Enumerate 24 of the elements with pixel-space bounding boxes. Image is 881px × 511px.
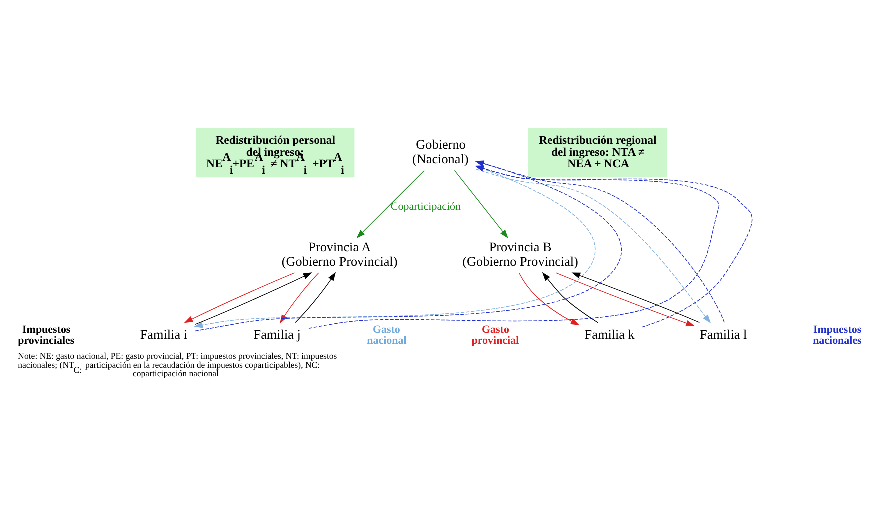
node-text: Familia j xyxy=(254,327,301,342)
arrow xyxy=(572,272,700,324)
node-text: Familia k xyxy=(584,327,635,342)
node-text: Gobierno (Nacional) xyxy=(412,136,469,167)
arrow xyxy=(280,272,320,324)
node-text: Familia i xyxy=(140,327,188,342)
arrow xyxy=(542,272,598,324)
label: Gasto nacional xyxy=(367,324,407,348)
arrow xyxy=(308,166,720,330)
label: Impuestos provinciales xyxy=(18,324,75,348)
node-text: Provincia A (Gobierno Provincial) xyxy=(282,239,398,270)
arrow xyxy=(518,272,580,326)
arrow xyxy=(194,272,312,326)
arrow xyxy=(454,170,508,239)
label: Impuestos nacionales xyxy=(813,324,862,348)
arrow xyxy=(356,170,425,239)
arrow xyxy=(556,272,696,326)
node-box: Redistribución regional del ingreso: NTA ≠ NEA + NCA xyxy=(528,128,668,178)
arrow xyxy=(184,272,296,324)
node-text: Provincia B (Gobierno Provincial) xyxy=(462,239,578,270)
label: Gasto provincial xyxy=(472,324,520,348)
node-text: Familia l xyxy=(700,327,748,342)
edge-label: Coparticipación xyxy=(390,201,461,214)
arrow xyxy=(295,272,336,324)
